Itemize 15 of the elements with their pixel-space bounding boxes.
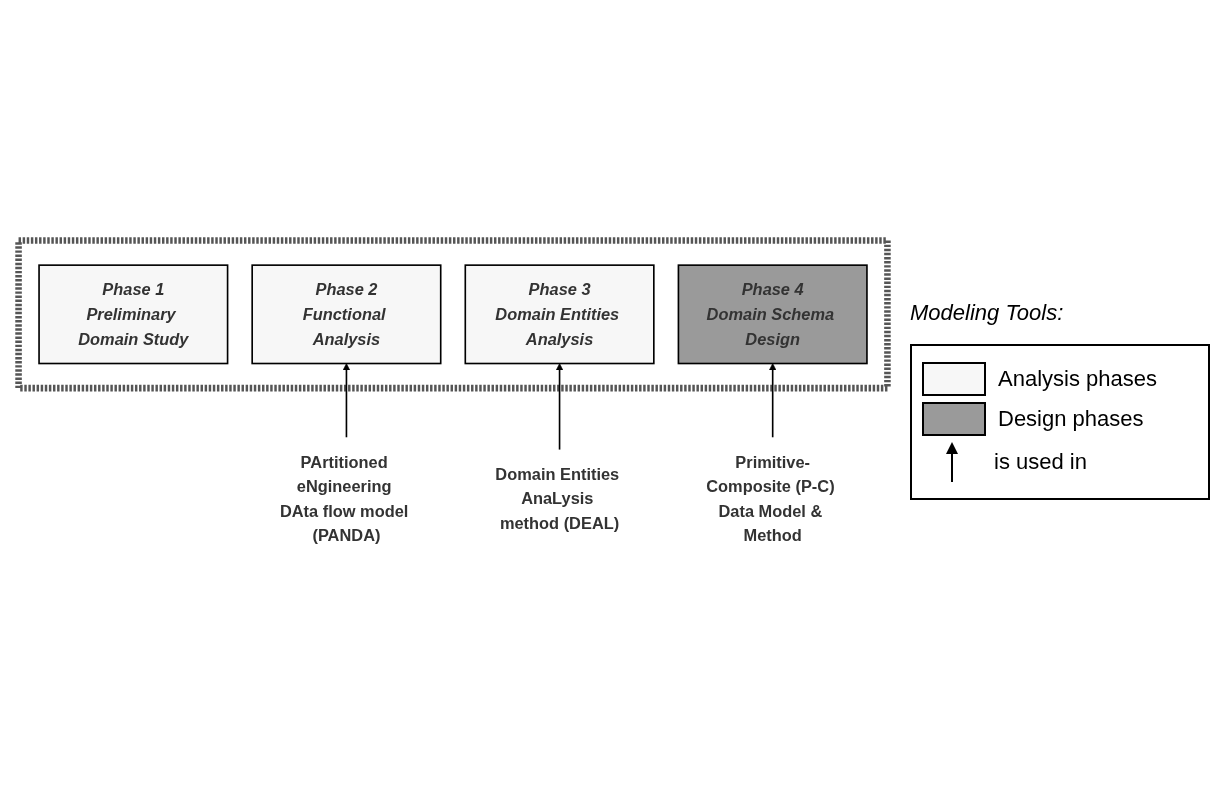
legend-label: Design phases [998, 406, 1144, 432]
node-text: Primitive-Composite (P-C) Data Model & Method [706, 452, 835, 545]
arrow [342, 362, 351, 438]
node-text: PArtitioned eNgineering DAta flow model (PANDA) [279, 452, 409, 545]
arrow [769, 362, 777, 438]
legend-label: is used in [994, 449, 1087, 475]
arrow [555, 362, 564, 450]
node-box: Phase 3 Domain Entities Analysis [464, 263, 655, 364]
node-box: Phase 1 Preliminary Domain Study [38, 263, 229, 364]
legend-label: Analysis phases [998, 366, 1157, 392]
note-text: Modeling Tools: [910, 300, 1065, 326]
cluster [15, 236, 891, 391]
node-text: Domain Entities AnaLysis method (DEAL) [495, 464, 620, 532]
node-box: Phase 4 Domain Schema Design [677, 263, 868, 364]
node-box: Phase 2 Functional Analysis [251, 263, 442, 364]
